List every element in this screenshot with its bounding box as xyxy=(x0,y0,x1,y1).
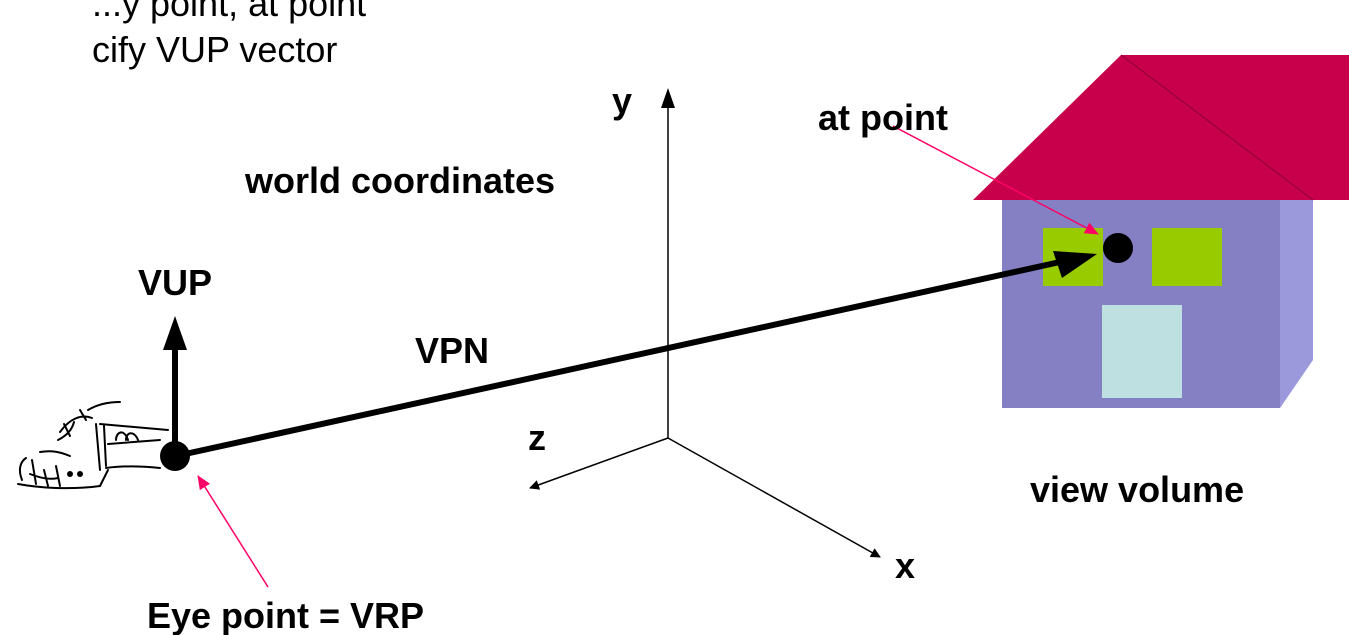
house-door xyxy=(1102,305,1182,398)
x-axis-line xyxy=(667,437,881,558)
vpn-arrowhead xyxy=(1053,251,1097,278)
vpn-vector-line xyxy=(175,259,1061,459)
eye-point-label: Eye point = VRP xyxy=(147,595,424,635)
world-coordinates-label: world coordinates xyxy=(244,160,555,201)
at-point-dot xyxy=(1103,233,1133,263)
camera-icon xyxy=(17,401,169,490)
header-line-1: ...y point, at point xyxy=(92,0,366,24)
x-axis-label: x xyxy=(895,545,915,586)
house-view-volume xyxy=(973,54,1349,408)
vup-arrowhead xyxy=(163,316,187,350)
header-line-2: cify VUP vector xyxy=(92,29,337,70)
view-volume-label: view volume xyxy=(1030,469,1244,510)
z-axis-line xyxy=(529,437,669,490)
house-roof xyxy=(973,55,1349,200)
y-axis-arrowhead xyxy=(661,88,675,108)
at-point-pointer xyxy=(892,125,1099,235)
world-axes xyxy=(529,88,881,558)
house-side-wall xyxy=(1280,155,1313,408)
roof-ridge-line xyxy=(1120,54,1314,201)
eye-point-pointer xyxy=(197,475,269,588)
house-window-right xyxy=(1152,228,1222,286)
at-point-label: at point xyxy=(818,97,948,138)
camera-dots xyxy=(67,471,83,477)
eye-point-dot xyxy=(160,441,190,471)
vpn-label: VPN xyxy=(415,330,489,371)
y-axis-label: y xyxy=(612,80,632,121)
z-axis-label: z xyxy=(528,417,546,458)
vup-label: VUP xyxy=(138,262,212,303)
